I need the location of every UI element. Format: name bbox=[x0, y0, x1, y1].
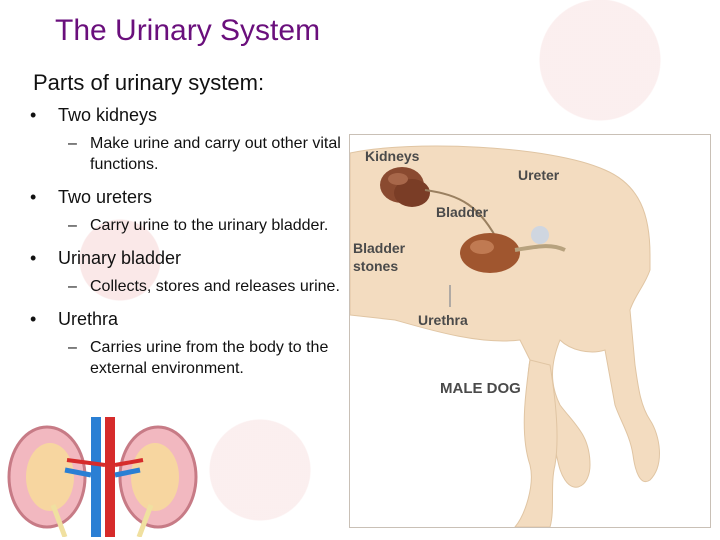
sub-bullet-dash: – bbox=[68, 217, 77, 234]
label-urethra: Urethra bbox=[418, 312, 468, 328]
bullet-item: • Two kidneys bbox=[30, 103, 345, 127]
bullet-dot: • bbox=[30, 248, 37, 268]
renal-arteries bbox=[66, 458, 144, 467]
kidney-shape bbox=[394, 179, 430, 207]
sub-bullet-text: Carry urine to the urinary bladder. bbox=[90, 217, 329, 234]
sub-bullet-item: – Collects, stores and releases urine. bbox=[30, 276, 345, 297]
sub-bullet-text: Make urine and carry out other vital fun… bbox=[90, 135, 341, 173]
label-bladder-stones-1: Bladder bbox=[353, 240, 406, 256]
sub-bullet-item: – Carry urine to the urinary bladder. bbox=[30, 215, 345, 236]
bullet-dot: • bbox=[30, 309, 37, 329]
bullet-item: • Two ureters bbox=[30, 185, 345, 209]
sub-bullet-dash: – bbox=[68, 135, 77, 152]
label-male-dog: MALE DOG bbox=[440, 380, 521, 397]
sub-bullet-item: – Carries urine from the body to the ext… bbox=[30, 337, 345, 379]
bullet-item: • Urethra bbox=[30, 307, 345, 331]
dog-diagram-svg: Kidneys Ureter Bladder Bladder stones Ur… bbox=[349, 145, 660, 528]
sub-bullet-item: – Make urine and carry out other vital f… bbox=[30, 133, 345, 175]
urethra-line bbox=[514, 244, 566, 252]
bladder-stones bbox=[531, 226, 549, 244]
sub-bullet-dash: – bbox=[68, 278, 77, 295]
label-bladder: Bladder bbox=[436, 204, 489, 220]
artery-shape bbox=[105, 417, 115, 537]
bullet-text: Two ureters bbox=[58, 187, 153, 207]
bullet-dot: • bbox=[30, 187, 37, 207]
bullet-text: Urethra bbox=[58, 309, 119, 329]
bullet-item: • Urinary bladder bbox=[30, 246, 345, 270]
slide-title: The Urinary System bbox=[55, 14, 321, 47]
label-bladder-stones-2: stones bbox=[353, 258, 398, 274]
bullet-text: Urinary bladder bbox=[58, 248, 182, 268]
bladder-shape bbox=[460, 233, 520, 273]
kidney-highlight bbox=[388, 173, 408, 185]
bladder-highlight bbox=[470, 240, 494, 254]
sub-bullet-dash: – bbox=[68, 339, 77, 356]
slide-subtitle: Parts of urinary system: bbox=[33, 70, 265, 95]
kidney-cross-section-image bbox=[7, 417, 198, 537]
bullet-text: Two kidneys bbox=[58, 105, 158, 125]
left-kidney-inner bbox=[26, 443, 74, 511]
vein-shape bbox=[91, 417, 101, 537]
dog-urinary-diagram: Kidneys Ureter Bladder Bladder stones Ur… bbox=[349, 134, 711, 528]
bullet-dot: • bbox=[30, 105, 37, 125]
bullet-list: • Two kidneys – Make urine and carry out… bbox=[30, 103, 345, 389]
sub-bullet-text: Carries urine from the body to the exter… bbox=[90, 339, 329, 377]
ureter-tubes bbox=[50, 504, 154, 537]
renal-vessels bbox=[64, 467, 141, 478]
right-kidney-inner bbox=[131, 443, 179, 511]
sub-bullet-text: Collects, stores and releases urine. bbox=[90, 278, 340, 295]
label-kidneys: Kidneys bbox=[365, 148, 420, 164]
label-ureter: Ureter bbox=[518, 167, 560, 183]
dog-leg-shape bbox=[513, 359, 558, 528]
